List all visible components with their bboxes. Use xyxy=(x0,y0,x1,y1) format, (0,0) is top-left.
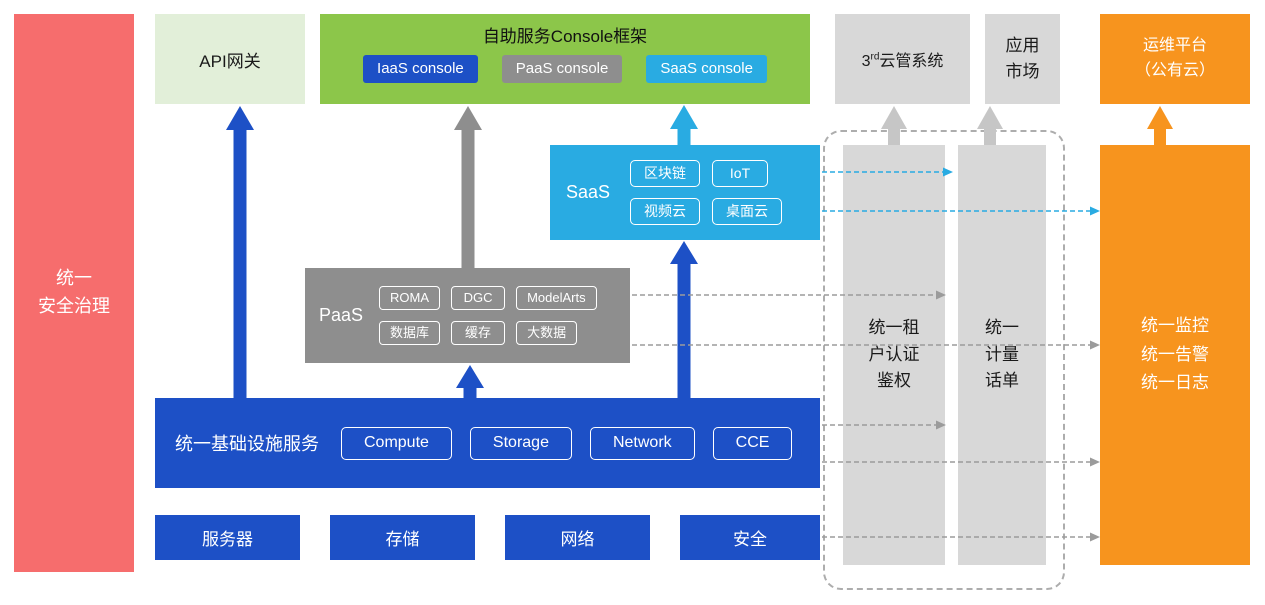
saas-box: SaaS 区块链 IoT 视频云 桌面云 xyxy=(550,145,820,240)
arrow-monitoring-to-om-platform xyxy=(1147,106,1173,145)
desktop-cloud-chip: 桌面云 xyxy=(712,198,783,225)
security-governance-bar: 统一 安全治理 xyxy=(14,14,134,572)
om-platform-box: 运维平台 （公有云） xyxy=(1100,14,1250,104)
arrow-infra-to-paas xyxy=(456,365,484,398)
arrow-infra-to-saas xyxy=(670,241,698,398)
paas-box: PaaS ROMA DGC ModelArts 数据库 缓存 大数据 xyxy=(305,268,630,363)
monitoring-bar: 统一监控 统一告警 统一日志 xyxy=(1100,145,1250,565)
storage-chip: Storage xyxy=(469,426,572,460)
saas-console-chip: SaaS console xyxy=(646,55,767,83)
paas-console-chip: PaaS console xyxy=(501,55,623,83)
blockchain-chip: 区块链 xyxy=(630,160,701,187)
storage-box: 存储 xyxy=(330,515,475,560)
roma-chip: ROMA xyxy=(379,286,441,310)
third-party-label: 3rd云管系统 xyxy=(861,51,944,70)
modelarts-chip: ModelArts xyxy=(516,286,597,310)
paas-chips-grid: ROMA DGC ModelArts 数据库 缓存 大数据 xyxy=(379,286,597,345)
iaas-console-chip: IaaS console xyxy=(363,55,478,83)
console-framework-title: 自助服务Console框架 xyxy=(482,27,648,46)
shared-services-group-outline xyxy=(823,130,1065,590)
console-chips-row: IaaS console PaaS console SaaS console xyxy=(363,55,767,83)
dgc-chip: DGC xyxy=(451,286,506,310)
server-box: 服务器 xyxy=(155,515,300,560)
tenant-auth-bar: 统一租 户认证 鉴权 xyxy=(843,145,945,565)
network-box: 网络 xyxy=(505,515,650,560)
arrow-saas-to-console xyxy=(670,105,698,145)
cache-chip: 缓存 xyxy=(451,321,506,345)
cce-chip: CCE xyxy=(712,426,793,460)
api-gateway-box: API网关 xyxy=(155,14,305,104)
saas-label: SaaS xyxy=(566,182,611,202)
third-party-superscript: rd xyxy=(870,51,880,63)
app-market-box: 应用 市场 xyxy=(985,14,1060,104)
infrastructure-chips-row: Compute Storage Network CCE xyxy=(341,426,793,460)
arrow-infra-to-api-gateway xyxy=(226,106,254,398)
compute-chip: Compute xyxy=(341,426,452,460)
arrow-paas-to-console xyxy=(454,106,482,268)
database-chip: 数据库 xyxy=(379,321,441,345)
paas-label: PaaS xyxy=(319,305,364,325)
saas-chips-grid: 区块链 IoT 视频云 桌面云 xyxy=(630,160,783,225)
security-box: 安全 xyxy=(680,515,820,560)
video-cloud-chip: 视频云 xyxy=(630,198,701,225)
infrastructure-label: 统一基础设施服务 xyxy=(175,434,319,454)
console-framework-box: 自助服务Console框架 IaaS console PaaS console … xyxy=(320,14,810,104)
iot-chip: IoT xyxy=(712,160,769,187)
infrastructure-box: 统一基础设施服务 Compute Storage Network CCE xyxy=(155,398,820,488)
network-chip: Network xyxy=(589,426,695,460)
third-party-cloud-box: 3rd云管系统 xyxy=(835,14,970,104)
bigdata-chip: 大数据 xyxy=(516,321,578,345)
metering-bar: 统一 计量 话单 xyxy=(958,145,1046,565)
